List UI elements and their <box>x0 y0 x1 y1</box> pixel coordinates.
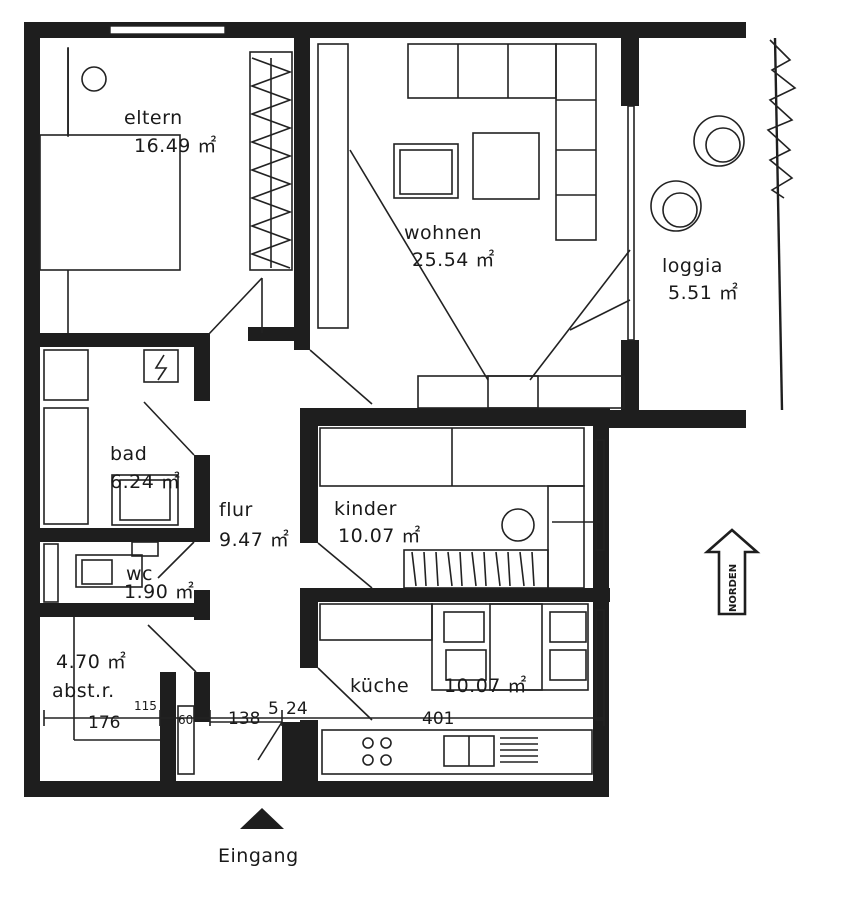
eltern-furniture <box>39 47 293 336</box>
abst-furniture <box>73 617 197 775</box>
room-name-kinder: kinder <box>334 498 397 520</box>
interior-walls <box>24 22 610 797</box>
room-area-wohnen: 25.54 ㎡ <box>412 248 495 271</box>
entrance-door <box>210 721 283 761</box>
room-area-kinder: 10.07 ㎡ <box>338 524 421 547</box>
kueche-furniture <box>317 603 605 775</box>
wc-furniture <box>43 541 195 603</box>
room-name-kueche: küche <box>350 675 409 697</box>
room-name-flur: flur <box>219 499 253 521</box>
dim-5: 5 <box>268 699 279 719</box>
kinder-furniture <box>317 427 605 589</box>
room-area-abst: 4.70 ㎡ <box>56 650 126 673</box>
window-eltern <box>109 25 226 35</box>
dim-401: 401 <box>422 709 454 729</box>
room-name-wc: wc <box>126 563 153 585</box>
room-name-abst: abst.r. <box>52 680 115 702</box>
dim-176: 176 <box>88 713 120 733</box>
room-area-loggia: 5.51 ㎡ <box>668 281 738 304</box>
room-area-bad: 6.24 ㎡ <box>110 470 180 493</box>
plant-icon <box>766 39 797 199</box>
loggia-furniture <box>650 37 797 411</box>
north-arrow-icon: NORDEN <box>703 528 761 616</box>
dimension-line <box>43 710 605 726</box>
wohnen-furniture <box>309 43 635 409</box>
room-area-eltern: 16.49 ㎡ <box>134 134 217 157</box>
power-icon <box>154 354 168 381</box>
dim-24: 24 <box>286 699 308 719</box>
room-name-wohnen: wohnen <box>404 222 482 244</box>
bad-furniture <box>43 349 195 526</box>
entrance-label: Eingang <box>218 845 299 867</box>
room-area-flur: 9.47 ㎡ <box>219 528 289 551</box>
entrance-marker: Eingang <box>218 808 299 867</box>
shelf-hatch <box>411 551 535 587</box>
dim-138: 138 <box>228 709 260 729</box>
room-area-kueche: 10.07 ㎡ <box>444 674 527 697</box>
dim-60: 60 <box>178 713 193 727</box>
entrance-triangle-icon <box>240 808 284 829</box>
room-name-loggia: loggia <box>662 255 723 277</box>
compass-label: NORDEN <box>728 564 739 612</box>
room-area-wc: 1.90 ㎡ <box>124 580 194 603</box>
room-name-bad: bad <box>110 443 147 465</box>
dim-115: 115 <box>134 699 157 713</box>
room-name-eltern: eltern <box>124 107 183 129</box>
